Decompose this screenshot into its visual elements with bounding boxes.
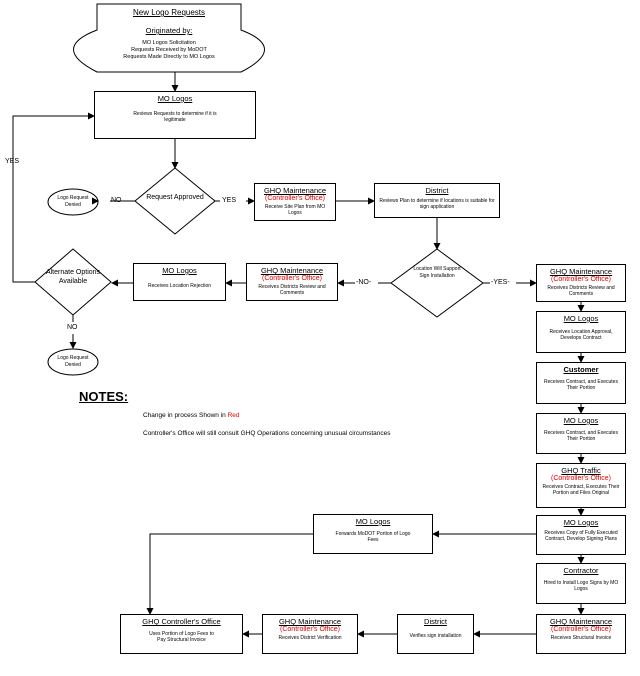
district-2-title: District: [424, 617, 447, 626]
mo-logos-contract-body: Receives Contract, and Executes Their Po…: [544, 430, 618, 442]
customer-body: Receives Contract, and Executes Their Po…: [544, 379, 618, 391]
mo-logos-copy-box: MO Logos Receives Copy of Fully Executed…: [536, 515, 626, 555]
request-approved-label: Request Approved: [146, 194, 204, 201]
label-yes-1: YES: [222, 197, 237, 204]
start-line-2: Requests Received by MoDOT: [131, 47, 207, 53]
district-box-2: District Verifies sign installation: [397, 614, 474, 654]
mo-logos-fees-title: MO Logos: [355, 517, 391, 526]
note-line-1-red: Red: [227, 412, 240, 419]
note-line-2: Controller's Office will still consult G…: [143, 430, 391, 437]
mo-logos-contract-box: MO Logos Receives Contract, and Executes…: [536, 413, 626, 454]
mo-logos-reject-body: Receives Location Rejection: [147, 283, 212, 289]
district-2-body: Verifies sign installation: [409, 633, 462, 639]
ghq-maintenance-1-sub: (Controller's Office): [265, 195, 325, 202]
label-no-1: NO: [111, 197, 122, 204]
note-line-1: Change in process Shown in Red: [143, 412, 240, 420]
contractor-box: Contractor Hired to Install Logo Signs b…: [536, 563, 626, 604]
start-subtitle: Originated by:: [145, 26, 193, 35]
mo-logos-approve-body: Receives Location Approval, Develops Con…: [549, 329, 613, 341]
label-no-3: -NO-: [356, 279, 372, 286]
mo-logos-copy-body: Receives Copy of Fully Executed Contract…: [544, 530, 618, 542]
label-no-2: NO: [67, 324, 78, 331]
start-line-1: MO Logos Solicitation: [142, 40, 196, 46]
ghq-traffic-box: GHQ Traffic (Controller's Office) Receiv…: [536, 463, 626, 508]
ghq-maintenance-box-4: GHQ Maintenance (Controller's Office) Re…: [536, 614, 626, 654]
denied-terminal-2: [47, 348, 99, 376]
ghq-maintenance-1-title: GHQ Maintenance: [263, 186, 327, 195]
customer-box: Customer Receives Contract, and Executes…: [536, 362, 626, 404]
ghq-maintenance-5-title: GHQ Maintenance: [278, 617, 342, 626]
mo-logos-contract-title: MO Logos: [563, 416, 599, 425]
ghq-maintenance-2-sub: (Controller's Office): [262, 275, 322, 282]
start-title: New Logo Requests: [132, 8, 206, 17]
ghq-maintenance-4-sub: (Controller's Office): [551, 626, 611, 633]
ghq-maintenance-2-title: GHQ Maintenance: [260, 266, 324, 275]
mo-logos-approve-title: MO Logos: [563, 314, 599, 323]
district-box-1: District Reviews Plan to determine if lo…: [374, 183, 500, 218]
mo-logos-approve-box: MO Logos Receives Location Approval, Dev…: [536, 311, 626, 353]
denied-terminal-1-label: Logo Request Denied: [57, 195, 89, 208]
label-yes-3: -YES-: [491, 279, 510, 286]
district-1-body: Reviews Plan to determine if locations i…: [379, 198, 495, 210]
ghq-controller-box: GHQ Controller's Office Uses Portion of …: [120, 614, 243, 654]
contractor-title: Contractor: [563, 566, 599, 575]
alternate-options-label: Alternate Options Available: [45, 269, 101, 285]
ghq-traffic-title: GHQ Traffic: [561, 466, 601, 475]
location-support-diamond: [390, 248, 484, 318]
location-support-label: Location Will Support Sign Installation: [413, 266, 461, 279]
mo-logos-review-title: MO Logos: [157, 94, 193, 103]
start-line-3: Requests Made Directly to MO Logos: [123, 54, 215, 60]
ghq-maintenance-3-title: GHQ Maintenance: [549, 267, 613, 276]
customer-title: Customer: [563, 365, 599, 374]
ghq-maintenance-2-body: Receives Districts Review and Comments: [258, 284, 326, 296]
ghq-maintenance-box-3: GHQ Maintenance (Controller's Office) Re…: [536, 264, 626, 302]
district-1-title: District: [425, 186, 449, 195]
ghq-maintenance-box-1: GHQ Maintenance (Controller's Office) Re…: [254, 183, 336, 221]
ghq-maintenance-5-body: Receives District Verification: [278, 635, 342, 641]
start-shape: [73, 3, 265, 73]
mo-logos-fees-box: MO Logos Forwards MoDOT Portion of Logo …: [313, 514, 433, 554]
connector-lines: [12, 72, 585, 638]
label-yes-loop: YES: [5, 158, 20, 165]
request-approved-diamond: [134, 167, 216, 235]
mo-logos-review-body: Reviews Requests to determine if it is l…: [133, 111, 217, 123]
ghq-maintenance-box-2: GHQ Maintenance (Controller's Office) Re…: [246, 263, 338, 301]
ghq-maintenance-4-title: GHQ Maintenance: [549, 617, 613, 626]
ghq-maintenance-box-5: GHQ Maintenance (Controller's Office) Re…: [262, 614, 358, 654]
mo-logos-reject-title: MO Logos: [162, 266, 197, 275]
ghq-maintenance-3-body: Receives Districts Review and Comments: [547, 285, 615, 297]
contractor-body: Hired to Install Logo Signs by MO Logos: [543, 580, 619, 592]
note-line-1-text: Change in process Shown in: [143, 412, 226, 419]
ghq-maintenance-3-sub: (Controller's Office): [551, 276, 611, 283]
ghq-controller-body: Uses Portion of Logo Fees to Pay Structu…: [149, 631, 214, 643]
ghq-controller-title: GHQ Controller's Office: [142, 617, 221, 626]
ghq-traffic-body: Receives Contract, Executes Their Portio…: [542, 484, 620, 496]
ghq-maintenance-5-sub: (Controller's Office): [280, 626, 340, 633]
notes-title: NOTES:: [79, 389, 129, 404]
mo-logos-copy-title: MO Logos: [563, 518, 599, 527]
mo-logos-review-box: MO Logos Reviews Requests to determine i…: [94, 91, 256, 139]
mo-logos-fees-body: Forwards MoDOT Portion of Logo Fees: [335, 531, 411, 543]
ghq-traffic-sub: (Controller's Office): [551, 475, 611, 482]
mo-logos-reject-box: MO Logos Receives Location Rejection: [133, 263, 226, 301]
denied-terminal-2-label: Logo Request Denied: [57, 355, 89, 368]
ghq-maintenance-4-body: Receives Structural Invoice: [550, 635, 612, 641]
ghq-maintenance-1-body: Receive Site Plan from MO Logos: [264, 204, 326, 216]
